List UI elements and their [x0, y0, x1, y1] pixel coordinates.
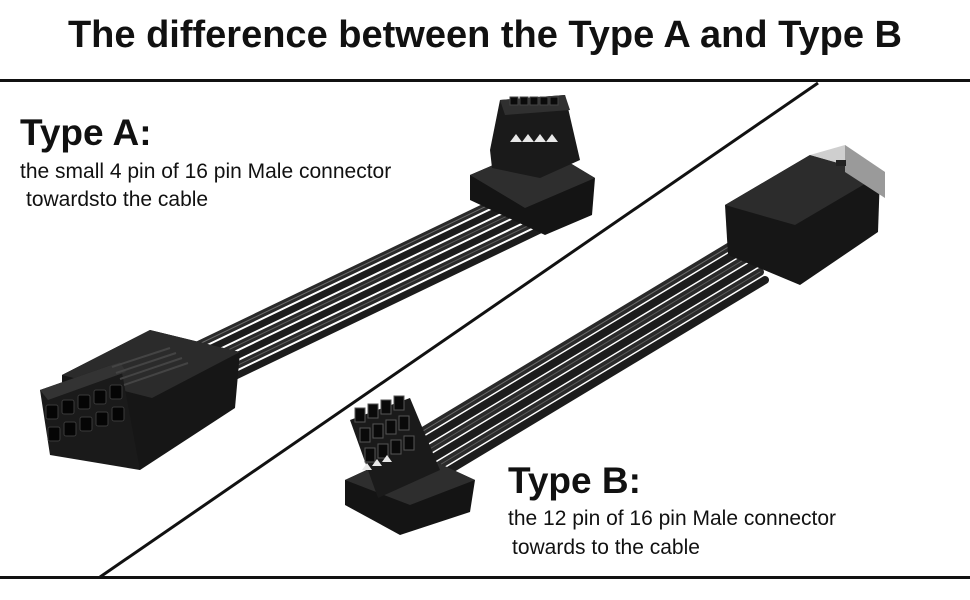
type-a-heading: Type A:	[20, 112, 152, 153]
top-divider	[0, 79, 970, 82]
type-a-cable-image	[40, 95, 595, 470]
type-b-description-line1: the 12 pin of 16 pin Male connector	[508, 507, 837, 530]
type-a-female-plug	[40, 330, 240, 470]
type-b-heading: Type B:	[508, 460, 641, 501]
diagonal-divider	[99, 81, 819, 579]
type-a-ribbon-cable	[191, 186, 544, 390]
type-b-ribbon-cable	[404, 236, 769, 484]
type-b-right-angle-connector	[345, 395, 475, 535]
page-title: The difference between the Type A and Ty…	[67, 14, 903, 56]
type-b-cable-image	[345, 145, 885, 535]
type-b-description-line2: towards to the cable	[512, 536, 700, 559]
type-a-right-angle-connector	[470, 95, 595, 235]
bottom-divider	[0, 576, 970, 579]
type-a-description-line1: the small 4 pin of 16 pin Male connector	[20, 160, 392, 183]
type-a-description-line2: towardsto the cable	[26, 188, 209, 211]
type-b-large-plug	[725, 145, 885, 285]
